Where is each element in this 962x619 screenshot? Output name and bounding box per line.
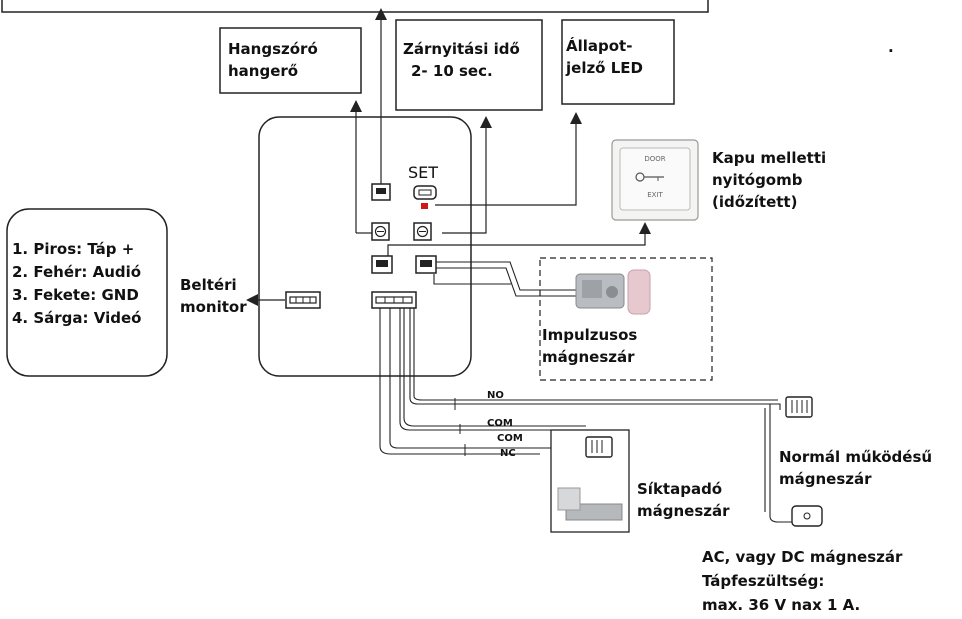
- power-note-line-2: Tápfeszültség:: [702, 572, 825, 590]
- unlock-time-line-2: 2- 10 sec.: [411, 62, 493, 80]
- exit-button-line-3: (időzített): [712, 193, 798, 211]
- speaker-volume-label: Hangszóró hangerő: [228, 38, 318, 82]
- set-label: SET: [408, 163, 439, 182]
- impulse-lock-line-2: mágneszár: [542, 348, 635, 366]
- wire-to-unlock-box: [442, 116, 492, 234]
- power-note-line-3: max. 36 V nax 1 A.: [702, 596, 861, 614]
- speaker-volume-box: [219, 27, 362, 94]
- wire-color-list: 1. Piros: Táp + 2. Fehér: Audió 3. Feket…: [12, 238, 141, 330]
- flush-lock-device: [550, 429, 630, 533]
- exit-button-connector: [371, 255, 393, 274]
- wire-to-impulse-lock-2: [434, 267, 583, 297]
- normal-lock-label: Normál működésű mágneszár: [779, 446, 932, 490]
- wire-to-impulse-lock-1: [434, 261, 583, 291]
- lock-connector: [415, 255, 437, 274]
- speaker-volume-line-2: hangerő: [228, 62, 299, 80]
- status-led-line-1: Állapot-: [566, 37, 633, 55]
- wire-color-1: 1. Piros: Táp +: [12, 240, 135, 258]
- power-note-line-1: AC, vagy DC mágneszár: [702, 548, 903, 566]
- exit-button-device: DOOR EXIT: [611, 139, 699, 221]
- wire-to-exit-button: [387, 222, 651, 261]
- set-button: [413, 185, 437, 200]
- normal-lock-device: [791, 505, 823, 527]
- stray-dot: .: [888, 38, 894, 56]
- wire-color-box: [6, 208, 168, 377]
- indoor-monitor-line-2: monitor: [180, 298, 247, 316]
- impulse-lock-area: [539, 257, 713, 381]
- exit-button-top-text: DOOR: [644, 155, 665, 163]
- wire-color-2: 2. Fehér: Audió: [12, 263, 142, 281]
- terminal-no-label: NO: [487, 390, 504, 401]
- unlock-time-box: [395, 19, 543, 111]
- flush-lock-label: Síktapadó mágneszár: [637, 478, 730, 522]
- status-led-box: [561, 19, 675, 105]
- status-led: [421, 203, 428, 209]
- connector-top: [371, 183, 391, 201]
- wire-to-status-box: [435, 112, 582, 206]
- impulse-lock-line-1: Impulzusos: [542, 326, 638, 344]
- unlock-time-line-1: Zárnyitási idő: [403, 40, 520, 58]
- exit-button-bottom-text: EXIT: [647, 191, 663, 199]
- exit-button-label: Kapu melletti nyitógomb (időzített): [712, 147, 826, 213]
- flush-lock-line-1: Síktapadó: [637, 480, 723, 498]
- normal-lock-line-1: Normál működésű: [779, 448, 933, 466]
- relay-connector: [371, 291, 417, 309]
- volume-potentiometer: [371, 222, 390, 241]
- wire-to-impulse-lock-3: [433, 274, 511, 285]
- relay-cables: [379, 308, 800, 523]
- unlock-time-potentiometer: [413, 222, 432, 241]
- power-note-label: AC, vagy DC mágneszár Tápfeszültség: max…: [702, 545, 902, 617]
- exit-button-line-2: nyitógomb: [712, 171, 803, 189]
- top-box: [1, 0, 709, 13]
- monitor-connector: [285, 291, 321, 309]
- impulse-lock-label: Impulzusos mágneszár: [542, 324, 637, 368]
- speaker-volume-line-1: Hangszóró: [228, 40, 318, 58]
- flush-lock-line-2: mágneszár: [637, 502, 730, 520]
- normal-lock-plug: [785, 396, 813, 418]
- wire-color-4: 4. Sárga: Videó: [12, 309, 142, 327]
- status-led-line-2: jelző LED: [566, 59, 643, 77]
- unlock-time-label: Zárnyitási idő 2- 10 sec.: [403, 38, 520, 82]
- wire-color-3: 3. Fekete: GND: [12, 286, 139, 304]
- indoor-monitor-label: Beltéri monitor: [180, 274, 247, 318]
- status-led-label: Állapot- jelző LED: [566, 35, 643, 79]
- terminal-com-label-2: COM: [497, 433, 523, 444]
- terminal-nc-label: NC: [500, 448, 516, 459]
- indoor-monitor-line-1: Beltéri: [180, 276, 237, 294]
- impulse-lock-image: [575, 269, 651, 315]
- terminal-com-label-1: COM: [487, 418, 513, 429]
- exit-button-line-1: Kapu melletti: [712, 149, 827, 167]
- normal-lock-line-2: mágneszár: [779, 470, 872, 488]
- door-unit-panel: [258, 116, 472, 377]
